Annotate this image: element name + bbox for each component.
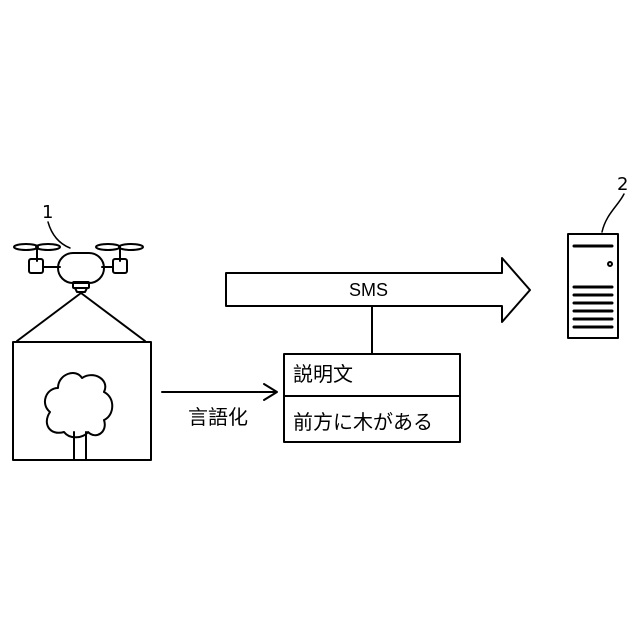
server-number-label: 2 [617, 176, 628, 194]
tree-icon [45, 373, 112, 460]
description-title: 説明文 [293, 364, 353, 384]
sms-label: SMS [349, 281, 388, 299]
drone-number-label: 1 [42, 204, 53, 222]
verbalize-label: 言語化 [188, 407, 248, 427]
description-body: 前方に木がある [293, 412, 433, 432]
verbalize-arrow [162, 384, 277, 400]
server-icon [568, 194, 624, 338]
drone-icon [14, 222, 143, 292]
